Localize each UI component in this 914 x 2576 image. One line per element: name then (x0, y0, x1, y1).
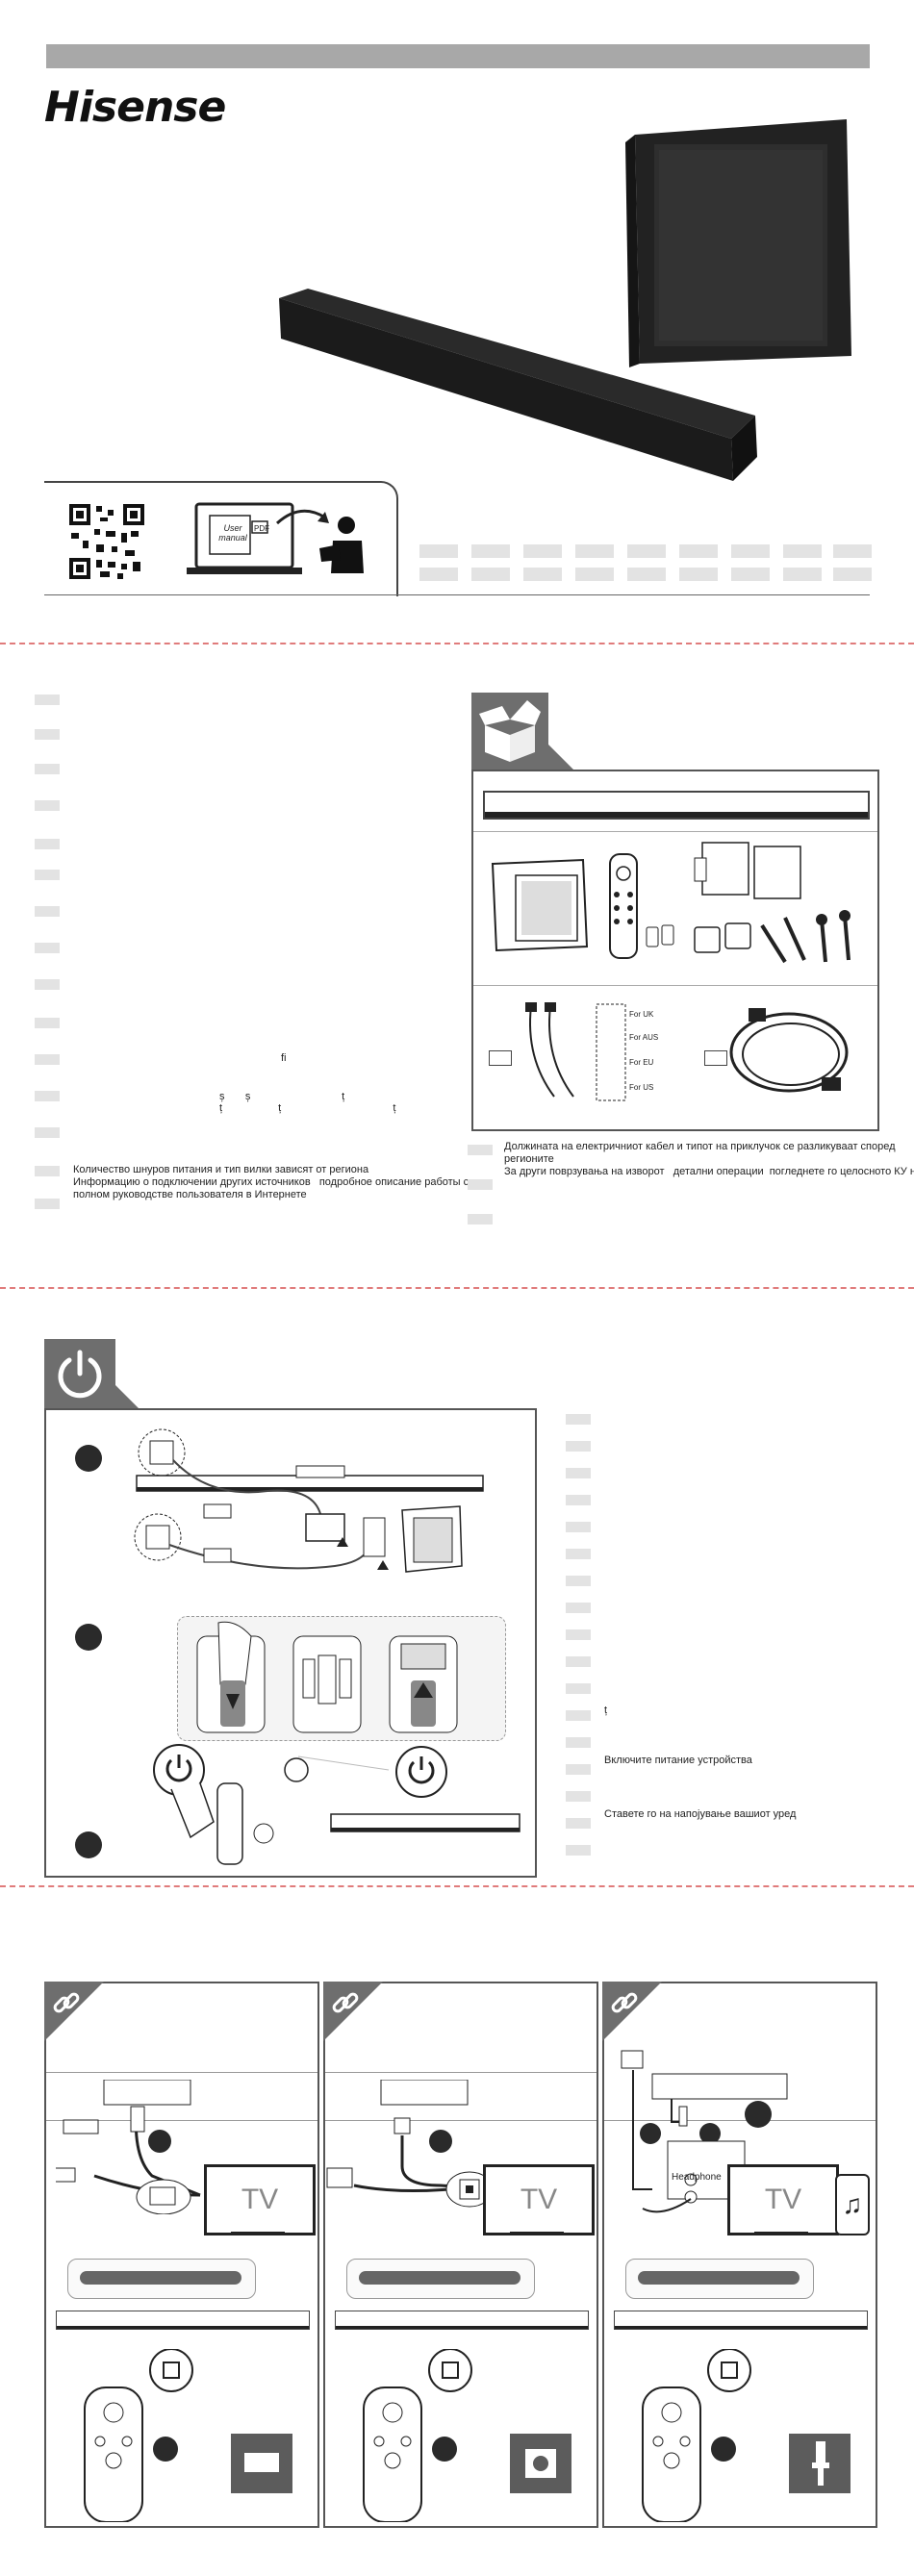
plug-uk-label: For UK (629, 1010, 654, 1019)
glyph-row-a: ș ș ț (219, 1091, 345, 1102)
language-list-power (566, 1414, 874, 1876)
aux-connection-panel: Headphone TV ♫ (602, 1982, 877, 2528)
tv-screen-hdmi: TV (204, 2164, 316, 2235)
link-header-aux (602, 1982, 662, 2041)
step-3-marker (75, 1831, 102, 1858)
conn-rule-1 (46, 2072, 317, 2073)
section-divider (0, 643, 914, 644)
plug-eu-label: For EU (629, 1058, 654, 1067)
box-contents-panel: For UK For AUS For EU For US (471, 770, 879, 1131)
section-divider-3 (0, 1885, 914, 1887)
language-code-grid (419, 544, 872, 583)
optical-diagram (326, 2080, 494, 2208)
power-instruction-mk: Ставете го на напојување вашиот уред (604, 1808, 797, 1820)
optical-connection-panel: TV (323, 1982, 598, 2528)
glyph-fi: ﬁ (281, 1052, 287, 1064)
lang-code-mk-2 (468, 1179, 493, 1190)
display-bubble-optical (346, 2259, 535, 2299)
tv-label: TV (241, 2184, 279, 2215)
conn-rule-2 (46, 2120, 317, 2121)
tv-screen-optical: TV (483, 2164, 595, 2235)
top-gray-bar (46, 44, 870, 68)
plug-us-label: For US (629, 1083, 654, 1092)
tv-label: TV (764, 2184, 802, 2215)
panel-divider-2 (473, 985, 877, 986)
note-mk-line2: регионите (504, 1153, 554, 1165)
battery-steps-illustration (196, 1621, 458, 1733)
note-ru-line1: Количество шнуров питания и тип вилки за… (73, 1164, 369, 1175)
tv-stand (231, 2232, 285, 2235)
remote-item (609, 853, 638, 959)
step-2-marker (75, 1624, 102, 1651)
soundbar-item (483, 791, 870, 820)
note-ru-line3: полном руководстве пользователя в Интерн… (73, 1189, 307, 1200)
plug-aus-label: For AUS (629, 1033, 659, 1042)
display-bubble-aux (625, 2259, 814, 2299)
headphone-label: Headphone (672, 2172, 722, 2183)
conn-rule-3 (325, 2072, 597, 2073)
power-header (44, 1339, 115, 1410)
batteries-item (646, 924, 674, 947)
hdmi-connection-panel: TV (44, 1982, 319, 2528)
hisense-logo: Hisense (44, 83, 226, 132)
power-wiring-diagram (134, 1428, 484, 1573)
power-glyph-t: ț (604, 1705, 608, 1716)
subwoofer-item (491, 858, 589, 952)
header-rule (44, 594, 870, 595)
hdmi-cable-item (729, 1008, 849, 1093)
battery-install-box (177, 1616, 506, 1741)
power-header-shadow (115, 1385, 140, 1410)
qr-manual-block (44, 481, 398, 596)
pdf-label: PDF (254, 524, 269, 533)
hdmi-label-box (704, 1050, 727, 1066)
music-phone-icon: ♫ (835, 2174, 870, 2235)
panel-divider (473, 831, 877, 832)
note-mk-line1: Должината на електричниот кабел и типот … (504, 1141, 896, 1152)
open-box-icon (479, 700, 541, 762)
link-header-hdmi (44, 1982, 104, 2041)
glyph-row-b: ț ț ț (219, 1102, 396, 1114)
power-cables-item (525, 1002, 626, 1101)
tv-label: TV (520, 2184, 558, 2215)
language-list-left (35, 695, 439, 1214)
wall-mount-item (694, 842, 801, 899)
soundbar-optical (335, 2311, 589, 2330)
user-manual-label: User manual (218, 523, 247, 543)
lang-code-mk-3 (468, 1214, 493, 1225)
box-header (471, 693, 548, 770)
tv-stand (754, 2232, 808, 2235)
product-image (279, 119, 851, 481)
note-ru-line2: Информацию о подключении других источник… (73, 1176, 488, 1188)
remote-input-hdmi (84, 2349, 292, 2522)
hdmi-diagram (56, 2080, 201, 2214)
note-mk-line3: За други поврзувања на изворот детални о… (504, 1166, 914, 1177)
display-bubble-hdmi (67, 2259, 256, 2299)
link-icon-optical (332, 1992, 359, 2013)
power-instruction-ru: Включите питание устройства (604, 1755, 752, 1766)
lang-code-mk (468, 1145, 493, 1155)
power-panel (44, 1408, 537, 1878)
box-header-shadow (548, 745, 573, 770)
link-icon-aux (611, 1992, 638, 2013)
cable-label-box (489, 1050, 512, 1066)
tv-stand (510, 2232, 564, 2235)
step-1-marker (75, 1445, 102, 1472)
remote-input-optical (363, 2349, 571, 2522)
laptop-manual-icon (187, 502, 364, 574)
soundbar-hdmi (56, 2311, 310, 2330)
power-on-illustration (153, 1744, 520, 1865)
remote-input-aux (642, 2349, 851, 2522)
qr-code (67, 502, 146, 581)
conn-rule-5 (604, 2120, 876, 2121)
section-divider-2 (0, 1287, 914, 1289)
tv-screen-aux: TV (727, 2164, 839, 2235)
screws-item (694, 910, 851, 964)
link-icon-hdmi (53, 1992, 80, 2013)
soundbar-aux (614, 2311, 868, 2330)
power-icon (58, 1350, 102, 1399)
link-header-optical (323, 1982, 383, 2041)
conn-rule-4 (325, 2120, 597, 2121)
